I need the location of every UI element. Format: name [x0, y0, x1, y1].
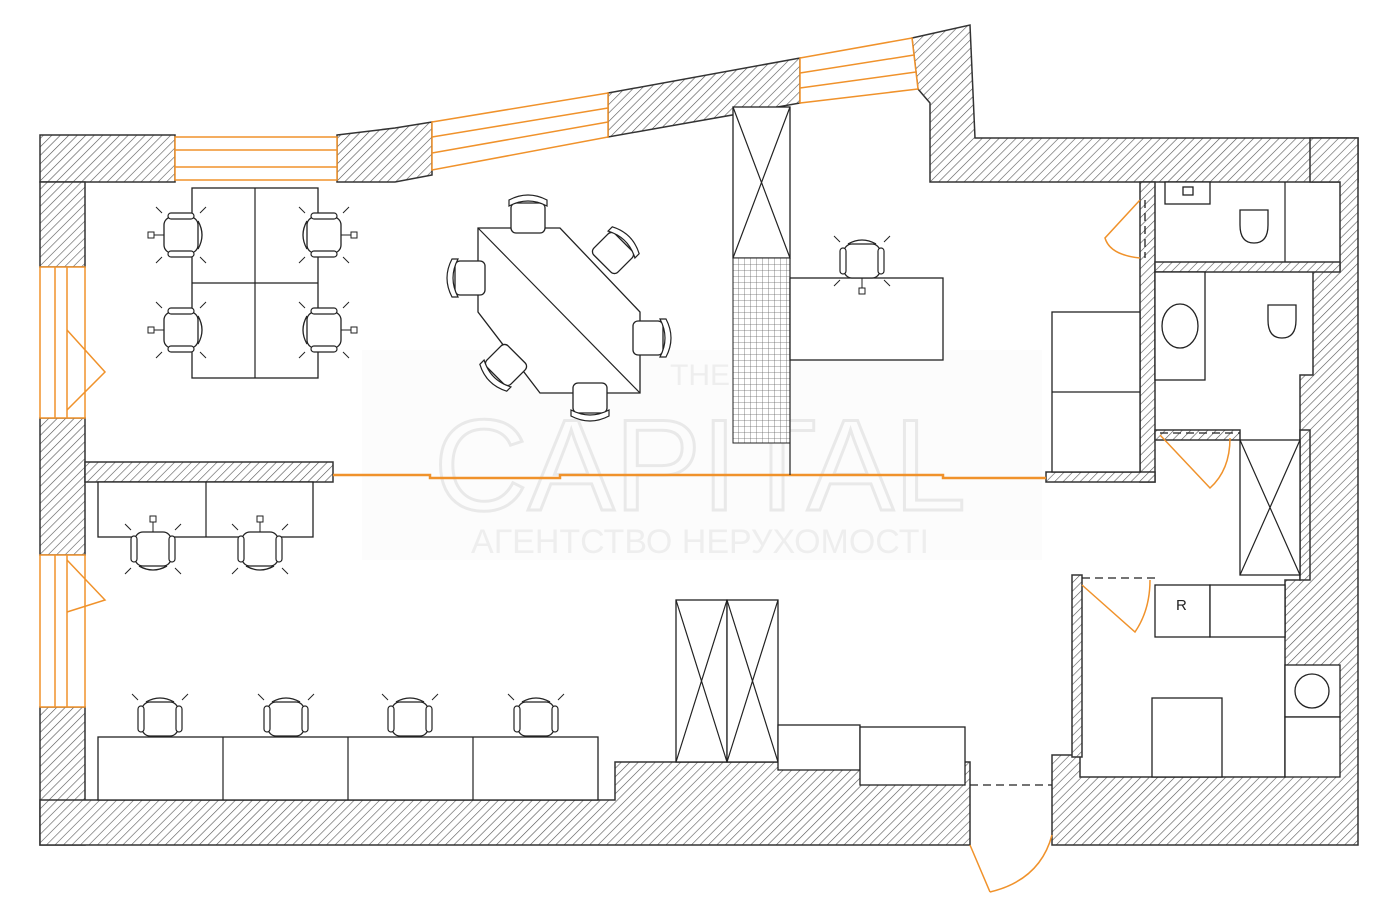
wall-top-left: [39, 134, 176, 183]
partition-wall: [84, 461, 334, 483]
wall-top-right: [911, 24, 1359, 183]
wall-wc-divider: [1154, 261, 1341, 273]
walls: [39, 24, 1359, 846]
fridge: [1154, 584, 1211, 638]
fridge-label: R: [1176, 597, 1187, 614]
manager-desk: [789, 277, 944, 361]
wall-bath-bottom: [1045, 471, 1156, 483]
window-left-1: [39, 266, 86, 419]
watermark-subtitle: АГЕНТСТВО НЕРУХОМОСТІ: [471, 523, 929, 561]
tiled-area: [732, 257, 791, 444]
meeting-chair: [570, 382, 610, 422]
meeting-chair: [508, 194, 548, 234]
toilet: [1239, 209, 1269, 244]
faucet: [1182, 186, 1194, 196]
kitchen-cabinet: [1284, 716, 1341, 778]
wall-kitchen-left: [1071, 574, 1083, 758]
toilet: [1267, 304, 1297, 339]
entrance-door: [969, 834, 1053, 893]
meeting-chair: [632, 318, 672, 358]
wall-left-1: [39, 181, 86, 268]
windows: [39, 37, 919, 708]
cabinet: [777, 724, 861, 771]
furniture: R: [97, 106, 1341, 801]
watermark-brand: CAPITAL: [434, 392, 966, 538]
window-left-2: [39, 554, 86, 708]
cabinet: [859, 726, 966, 786]
kitchen-door: [1081, 579, 1151, 634]
window-sash-2: [66, 559, 107, 613]
wall-bath: [1139, 181, 1156, 483]
doors: [66, 199, 1240, 893]
watermark: THE CAPITAL АГЕНТСТВО НЕРУХОМОСТІ: [362, 350, 1042, 561]
washbasin: [1161, 303, 1199, 349]
watermark-the: THE: [670, 359, 730, 392]
meeting-chair: [446, 258, 486, 298]
wc-door-1: [1104, 199, 1141, 259]
wall-left-2: [39, 417, 86, 556]
wall-shower: [1299, 429, 1311, 581]
wall-top-slant-1: [336, 121, 433, 183]
window-sash-1: [66, 329, 107, 411]
wall-bottom-left: [39, 761, 971, 846]
bath-door: [1159, 434, 1231, 490]
window-top-left: [174, 136, 338, 181]
glass-partition: [333, 473, 1046, 480]
kitchen-counter: [1209, 584, 1286, 638]
window-slant-1: [431, 92, 609, 171]
kitchen-sink: [1294, 673, 1330, 709]
kitchen-table: [1151, 697, 1223, 778]
wall-corridor: [1154, 429, 1241, 441]
